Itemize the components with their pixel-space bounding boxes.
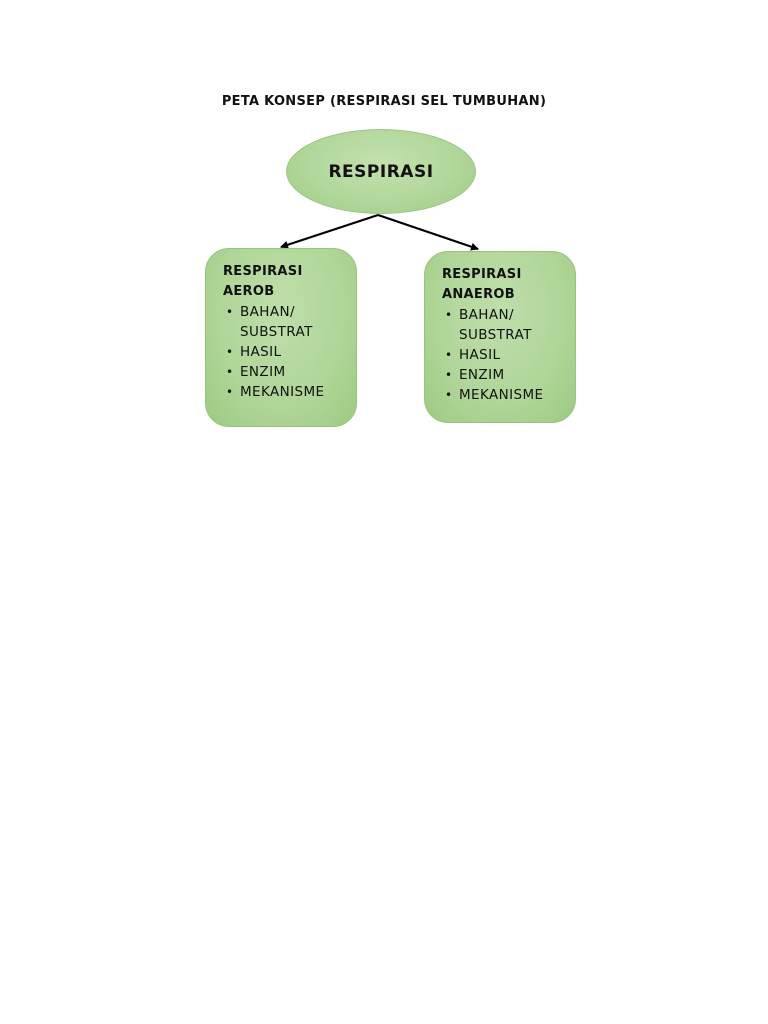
list-item: • BAHAN/ SUBSTRAT — [442, 305, 565, 345]
arrow-to-anaerob — [377, 213, 479, 251]
bullet-icon: • — [445, 388, 453, 402]
list-item-text: SUBSTRAT — [459, 327, 532, 343]
node-heading: RESPIRASI ANAEROB — [442, 265, 565, 305]
bullet-icon: • — [445, 348, 453, 362]
diagram-title: PETA KONSEP (RESPIRASI SEL TUMBUHAN) — [221, 94, 547, 109]
node-respirasi-anaerob: RESPIRASI ANAEROB • BAHAN/ SUBSTRAT • HA… — [424, 251, 576, 423]
list-item: • BAHAN/ SUBSTRAT — [223, 302, 346, 342]
list-item: • HASIL — [223, 342, 346, 362]
bullet-icon: • — [226, 365, 234, 379]
bullet-icon: • — [226, 305, 234, 319]
list-item-text: HASIL — [459, 347, 501, 363]
root-node-respirasi: RESPIRASI — [286, 129, 476, 214]
root-node-label: RESPIRASI — [328, 161, 434, 182]
list-item-text: ENZIM — [240, 364, 286, 380]
list-item: • HASIL — [442, 345, 565, 365]
list-item: • ENZIM — [223, 362, 346, 382]
node-heading-line: RESPIRASI — [442, 267, 522, 282]
list-item: • ENZIM — [442, 365, 565, 385]
bullet-icon: • — [226, 345, 234, 359]
bullet-icon: • — [226, 385, 234, 399]
list-item-text: BAHAN/ — [240, 304, 295, 320]
arrow-to-aerob — [280, 213, 379, 249]
list-item-text: ENZIM — [459, 367, 505, 383]
node-heading: RESPIRASI AEROB — [223, 262, 346, 302]
node-item-list: • BAHAN/ SUBSTRAT • HASIL • ENZIM • MEKA… — [442, 305, 565, 405]
list-item-text: MEKANISME — [459, 387, 544, 403]
list-item-text: HASIL — [240, 344, 282, 360]
list-item: • MEKANISME — [442, 385, 565, 405]
bullet-icon: • — [445, 308, 453, 322]
list-item-text: SUBSTRAT — [240, 324, 313, 340]
list-item-text: MEKANISME — [240, 384, 325, 400]
list-item-text: BAHAN/ — [459, 307, 514, 323]
node-heading-line: AEROB — [223, 284, 275, 299]
list-item: • MEKANISME — [223, 382, 346, 402]
node-item-list: • BAHAN/ SUBSTRAT • HASIL • ENZIM • MEKA… — [223, 302, 346, 402]
node-heading-line: ANAEROB — [442, 287, 515, 302]
node-heading-line: RESPIRASI — [223, 264, 303, 279]
bullet-icon: • — [445, 368, 453, 382]
node-respirasi-aerob: RESPIRASI AEROB • BAHAN/ SUBSTRAT • HASI… — [205, 248, 357, 427]
